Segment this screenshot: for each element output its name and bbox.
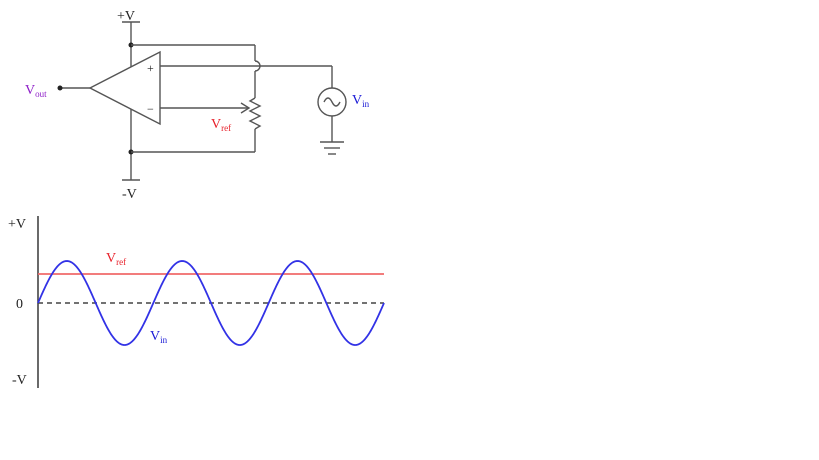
graph-y-top-label: +V <box>8 217 26 232</box>
source-label: Vin <box>352 93 370 109</box>
source-label-sub: in <box>362 99 370 109</box>
graph-ref-label: Vref <box>106 251 126 267</box>
inverting-sign: − <box>147 102 154 116</box>
wiper-arrow <box>240 102 251 114</box>
potentiometer-resistor <box>248 97 262 130</box>
ground-icon <box>320 141 344 155</box>
output-label-sub: out <box>35 89 47 99</box>
noninverting-sign: + <box>147 61 154 75</box>
ref-label-main: V <box>211 117 221 132</box>
sine-wave-icon <box>323 97 341 107</box>
output-label: Vout <box>25 83 47 99</box>
source-label-main: V <box>352 93 362 108</box>
vin-waveform <box>37 260 385 346</box>
graph-ref-label-main: V <box>106 251 116 266</box>
waveform-graph: +V 0 -V Vref Vin <box>8 216 385 388</box>
comparator-circuit: +V -V + − Vout Vref <box>25 9 370 202</box>
graph-y-zero-label: 0 <box>16 297 23 312</box>
ref-label: Vref <box>211 117 231 133</box>
graph-ref-label-sub: ref <box>116 257 126 267</box>
output-label-main: V <box>25 83 35 98</box>
output-node <box>57 85 63 91</box>
ref-label-sub: ref <box>221 123 231 133</box>
supply-negative-label: -V <box>122 187 137 202</box>
graph-y-bottom-label: -V <box>12 373 27 388</box>
op-amp-symbol <box>88 50 161 126</box>
graph-vin-label: Vin <box>150 329 168 345</box>
graph-vin-label-main: V <box>150 329 160 344</box>
supply-positive-label: +V <box>117 9 135 24</box>
graph-vin-label-sub: in <box>160 335 168 345</box>
